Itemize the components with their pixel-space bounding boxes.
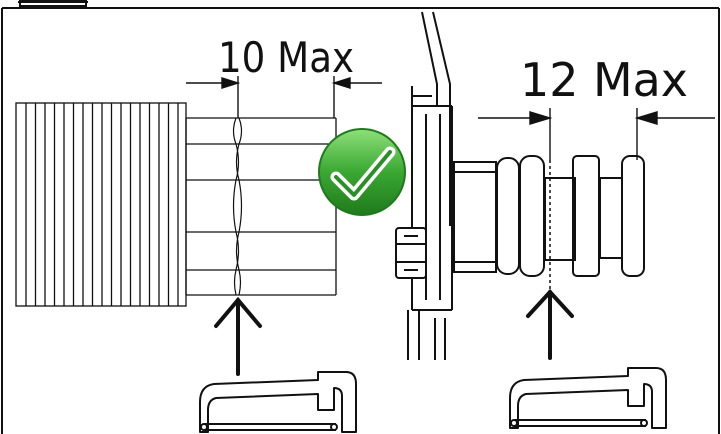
wall-plate <box>407 11 453 360</box>
left-dimension-label: 10 Max <box>218 33 354 82</box>
header-remnant <box>18 0 88 7</box>
left-arrow-up-icon <box>214 296 262 376</box>
right-hacksaw-icon <box>509 367 667 429</box>
ribbed-handle <box>15 102 187 307</box>
check-circle-icon <box>318 128 406 216</box>
left-cut-line <box>232 117 243 296</box>
hex-nut <box>395 227 427 279</box>
left-hacksaw-icon <box>199 371 357 433</box>
right-dimension <box>478 108 715 160</box>
stacked-tube <box>185 117 337 296</box>
right-arrow-up-icon <box>526 289 574 360</box>
left-dimension <box>186 76 382 118</box>
right-dimension-label: 12 Max <box>520 53 688 107</box>
right-fitting <box>453 155 645 277</box>
diagram-frame <box>1 7 720 434</box>
